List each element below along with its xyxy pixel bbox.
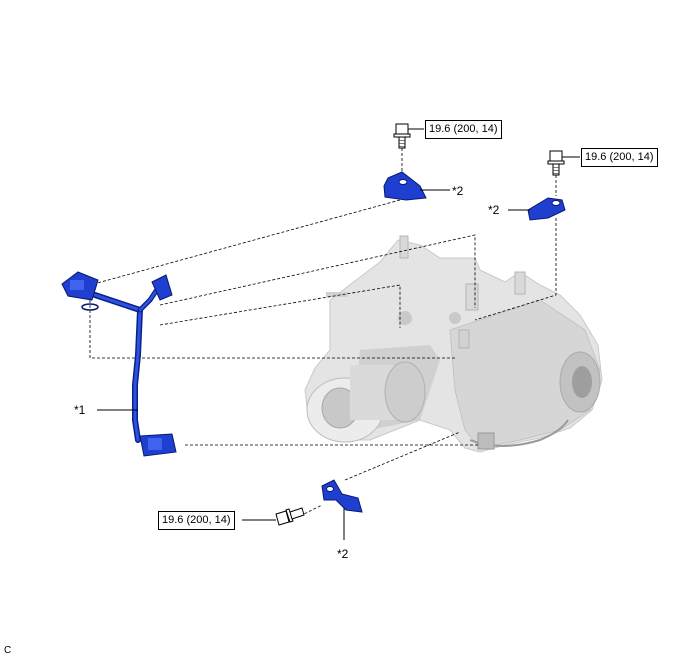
alignment-lines xyxy=(89,148,557,517)
callout-harness: *1 xyxy=(74,403,86,417)
bolt-icon-top xyxy=(393,123,411,149)
bracket-bottom xyxy=(321,479,363,513)
bolt-icon-right xyxy=(547,150,565,176)
bracket-right xyxy=(527,197,566,221)
leader-lines xyxy=(97,128,580,540)
torque-spec-top: 19.6 (200, 14) xyxy=(425,120,502,139)
callout-bracket-top: *2 xyxy=(452,184,464,198)
torque-spec-bottom: 19.6 (200, 14) xyxy=(158,511,235,530)
callout-bracket-right: *2 xyxy=(488,203,500,217)
callout-bracket-bottom: *2 xyxy=(337,547,349,561)
bracket-top xyxy=(383,171,427,201)
torque-spec-right: 19.6 (200, 14) xyxy=(581,148,658,167)
wire-harness xyxy=(61,271,177,457)
differential-housing xyxy=(304,235,603,453)
bolt-icon-bottom xyxy=(275,507,305,526)
illustration-code: C xyxy=(4,645,12,656)
